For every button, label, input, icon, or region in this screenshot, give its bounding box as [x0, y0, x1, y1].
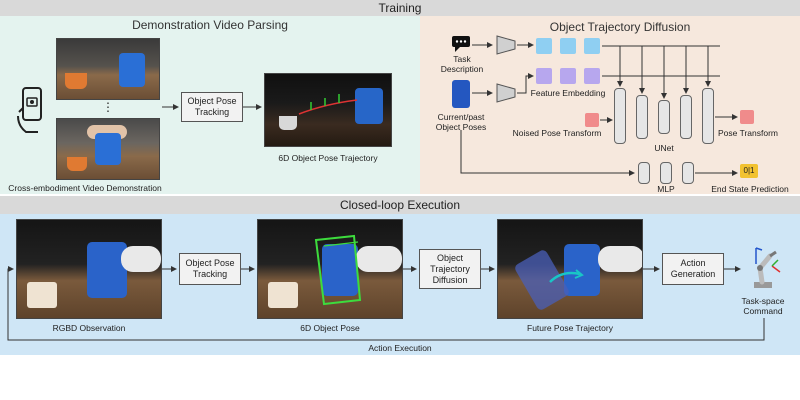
execution-header: Closed-loop Execution: [0, 196, 800, 214]
text-embedding-1: [536, 38, 552, 54]
current-past-label: Current/past Object Poses: [435, 112, 487, 132]
unet-block-5: [702, 88, 714, 144]
trajectory-diffusion-box: Object Trajectory Diffusion: [419, 249, 481, 289]
object-pose-icon: [452, 80, 470, 108]
unet-label: UNet: [654, 143, 674, 153]
future-trajectory-frame: [497, 219, 643, 319]
pose-tracking-box-training: Object Pose Tracking: [181, 92, 243, 122]
demo-frame-top: [56, 38, 160, 100]
end-state-badge: 0|1: [740, 164, 758, 178]
mlp-block-3: [682, 162, 694, 184]
command-caption: Task-space Command: [741, 296, 785, 316]
training-header: Training: [0, 0, 800, 16]
rgbd-caption: RGBD Observation: [52, 323, 126, 333]
trapezoid-encoder-icon: [496, 35, 516, 55]
mlp-label: MLP: [657, 184, 675, 194]
pose6d-caption: 6D Object Pose: [300, 323, 360, 333]
trajectory-diffusion-title: Object Trajectory Diffusion: [549, 20, 691, 34]
demo-frame-bottom: [56, 118, 160, 180]
trajectory-frame: [264, 73, 392, 147]
robot-arm-icon: [742, 244, 786, 295]
action-generation-box: Action Generation: [662, 253, 724, 285]
unet-block-1: [614, 88, 626, 144]
pose-transform-label: Pose Transform: [718, 128, 778, 138]
pose-transform-square: [740, 110, 754, 124]
rgbd-frame: [16, 219, 162, 319]
pose-embedding-2: [560, 68, 576, 84]
ellipsis: ⋮: [102, 100, 114, 114]
text-embedding-2: [560, 38, 576, 54]
demonstration-title: Demonstration Video Parsing: [132, 18, 288, 32]
pose-embedding-3: [584, 68, 600, 84]
trajectory-caption: 6D Object Pose Trajectory: [278, 153, 378, 163]
noised-pose-square: [585, 113, 599, 127]
pose-tracking-box-execution: Object Pose Tracking: [179, 253, 241, 285]
unet-block-2: [636, 95, 648, 139]
text-embedding-3: [584, 38, 600, 54]
mlp-block-1: [638, 162, 650, 184]
mlp-block-2: [660, 162, 672, 184]
phone-camera-icon: [14, 86, 50, 141]
pose6d-frame: [257, 219, 403, 319]
future-caption: Future Pose Trajectory: [527, 323, 613, 333]
feature-embedding-label: Feature Embedding: [530, 88, 606, 98]
pose-embedding-1: [536, 68, 552, 84]
unet-block-4: [680, 95, 692, 139]
unet-block-3: [658, 100, 670, 134]
trapezoid-encoder-icon-2: [496, 83, 516, 103]
video-caption: Cross-embodiment Video Demonstration: [8, 183, 162, 193]
speech-bubble-icon: [451, 35, 471, 58]
action-execution-label: Action Execution: [368, 343, 432, 353]
task-description-label: Task Description: [440, 54, 484, 74]
end-state-label: End State Prediction: [711, 184, 789, 194]
noised-pose-label: Noised Pose Transform: [512, 128, 602, 138]
